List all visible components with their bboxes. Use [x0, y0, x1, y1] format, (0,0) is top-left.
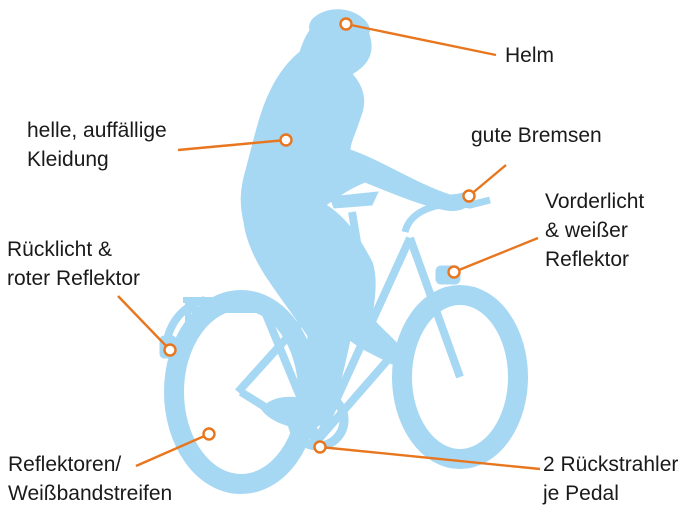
label-spoke-reflectors-line-1: Reflektoren/	[8, 453, 122, 476]
label-front-light-line-2: & weißer	[545, 219, 628, 242]
label-spoke-reflectors: Reflektoren/ Weißbandstreifen	[8, 450, 172, 508]
label-rear-light-line-2: roter Reflektor	[7, 267, 141, 290]
label-pedal-reflectors-line-2: je Pedal	[543, 482, 619, 505]
leader-front-light	[453, 236, 539, 274]
marker-brakes	[462, 189, 476, 203]
label-rear-light: Rücklicht & roter Reflektor	[7, 235, 140, 293]
rider-body	[240, 14, 475, 430]
marker-rear-light	[163, 343, 177, 357]
leader-brakes	[468, 164, 507, 197]
label-clothing: helle, auffällige Kleidung	[27, 116, 167, 174]
label-clothing-line-2: Kleidung	[27, 148, 109, 171]
label-spoke-reflectors-line-2: Weißbandstreifen	[8, 482, 173, 505]
marker-helmet	[339, 17, 353, 31]
label-brakes: gute Bremsen	[471, 121, 602, 150]
bike-frame	[235, 211, 464, 446]
leader-lines	[117, 22, 541, 471]
leader-clothing	[177, 138, 287, 152]
label-rear-light-line-1: Rücklicht &	[7, 238, 113, 261]
marker-front-light	[447, 265, 461, 279]
label-clothing-line-1: helle, auffällige	[27, 119, 167, 142]
marker-pedal-reflectors	[313, 440, 327, 454]
label-front-light: Vorderlicht & weißer Reflektor	[545, 187, 644, 274]
cyclist-silhouette	[159, 9, 528, 494]
label-pedal-reflectors-line-1: 2 Rückstrahler	[543, 453, 679, 476]
marker-circles	[163, 17, 476, 454]
front-wheel	[392, 285, 528, 469]
label-brakes-line-1: gute Bremsen	[471, 124, 602, 147]
leader-spoke-reflectors	[135, 432, 210, 468]
label-pedal-reflectors: 2 Rückstrahler je Pedal	[543, 450, 678, 508]
leader-helmet	[345, 22, 497, 57]
leader-rear-light	[117, 295, 171, 351]
label-helmet: Helm	[505, 41, 554, 70]
label-front-light-line-1: Vorderlicht	[545, 190, 645, 213]
marker-clothing	[279, 133, 293, 147]
label-front-light-line-3: Reflektor	[545, 248, 630, 271]
saddle	[329, 191, 379, 209]
marker-spoke-reflectors	[202, 427, 216, 441]
leader-pedal-reflectors	[319, 445, 541, 471]
label-helmet-line-1: Helm	[505, 44, 555, 67]
